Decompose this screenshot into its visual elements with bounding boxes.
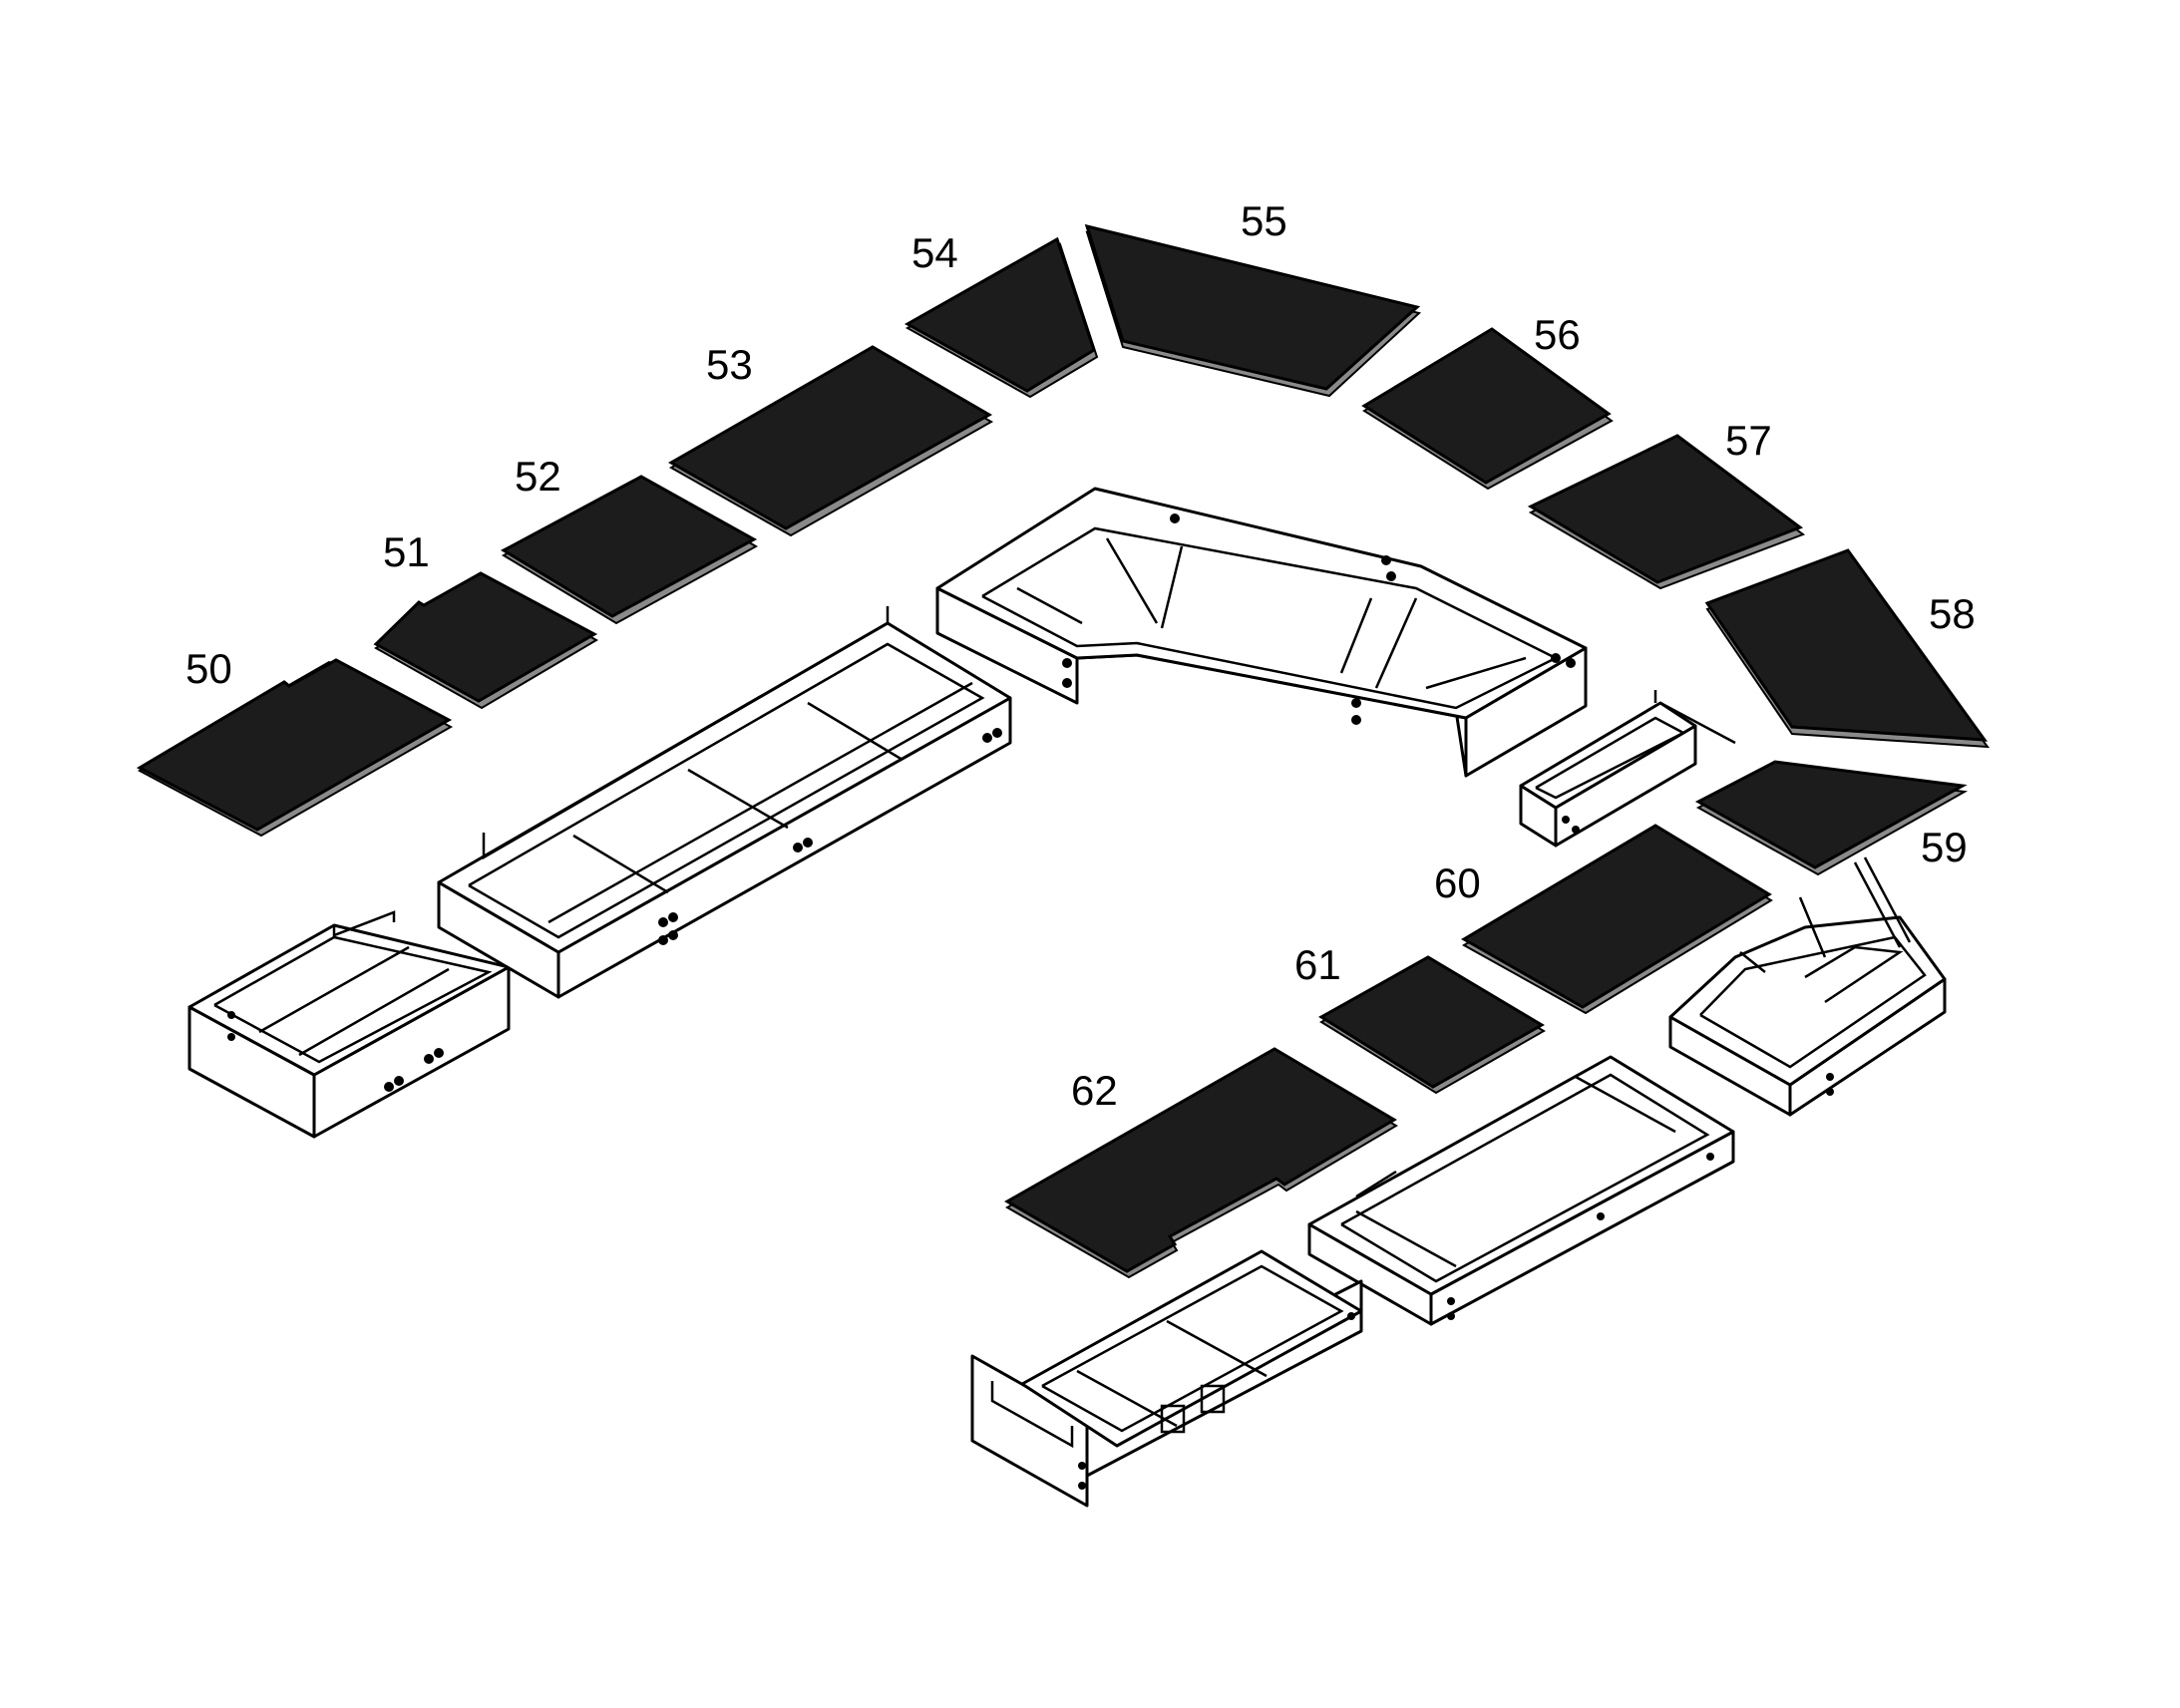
callout-62: 62 (1071, 1067, 1118, 1114)
grating-plate-59 (1694, 760, 1969, 876)
callout-55: 55 (1241, 197, 1287, 244)
callout-54: 54 (911, 229, 958, 276)
grating-plate-51 (373, 571, 598, 710)
frame-top-corner (935, 487, 1588, 778)
grating-plate-53 (667, 345, 994, 537)
grating-plate-58 (1704, 548, 1991, 749)
callout-57: 57 (1725, 417, 1772, 464)
grating-plate-50 (136, 658, 454, 838)
callout-60: 60 (1434, 859, 1481, 906)
grating-plate-56 (1361, 327, 1614, 491)
frame-right-small (1519, 690, 1736, 848)
grating-plate-55 (1084, 223, 1422, 398)
callout-51: 51 (383, 528, 430, 575)
grating-plate-62 (1003, 1047, 1398, 1279)
callout-53: 53 (706, 341, 753, 388)
frame-bottom-box (970, 1249, 1363, 1508)
grating-plate-54 (904, 236, 1099, 399)
frame-right-angled (1668, 856, 1947, 1117)
callout-56: 56 (1534, 311, 1581, 358)
grating-plate-52 (500, 475, 759, 625)
callout-50: 50 (185, 645, 232, 692)
callout-52: 52 (515, 453, 561, 500)
grating-plate-60 (1461, 824, 1773, 1015)
callout-59: 59 (1921, 824, 1968, 870)
grating-plate-61 (1318, 955, 1546, 1095)
frame-left-long (437, 606, 1012, 999)
grating-plate-57 (1527, 434, 1806, 590)
callout-58: 58 (1929, 590, 1976, 637)
callout-61: 61 (1294, 941, 1341, 988)
frame-left-small (187, 910, 511, 1139)
frame-right-long (1307, 1055, 1735, 1326)
